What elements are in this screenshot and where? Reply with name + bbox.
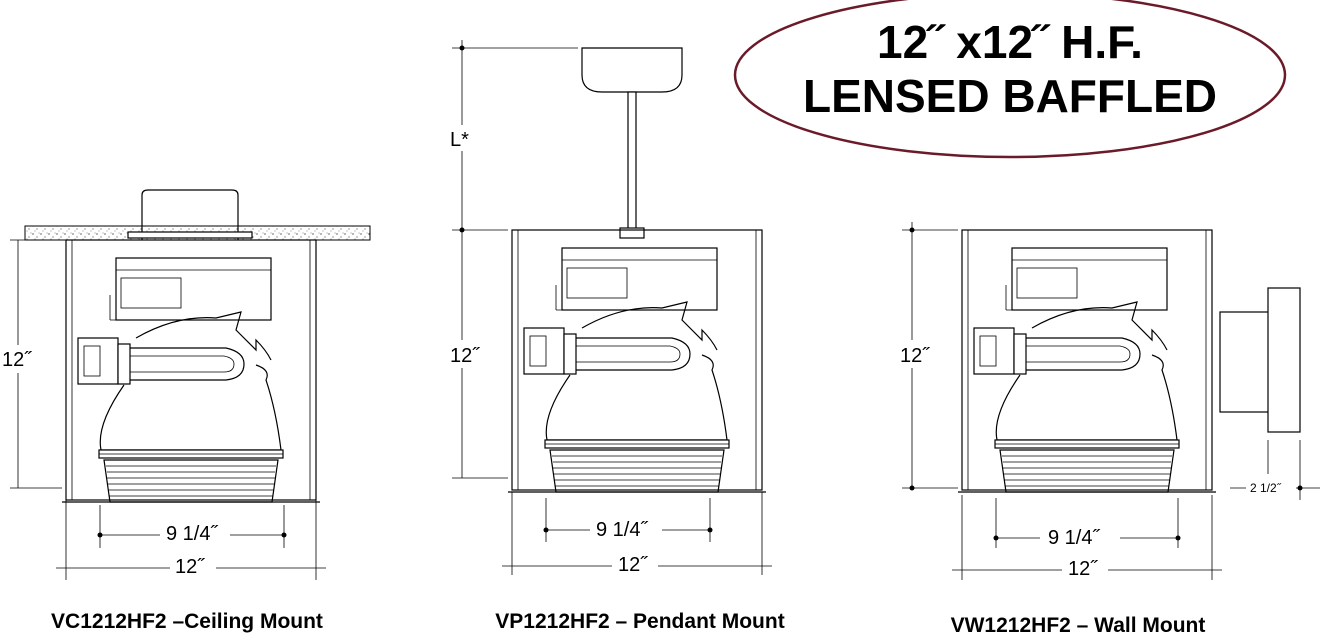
pendant-outer-width-label: 12˝ (618, 554, 648, 576)
pendant-inner-width-label: 9 1/4˝ (596, 519, 648, 541)
ceiling-height-dimension: 12˝ (0, 239, 62, 489)
ceiling-bracket (141, 189, 239, 240)
wall-inner-width-label: 9 1/4˝ (1048, 527, 1100, 549)
wall-plate (1267, 287, 1301, 433)
pendant-caption: VP1212HF2 – Pendant Mount (495, 610, 784, 633)
ceiling-fixture (61, 239, 321, 503)
ceiling-mount-view: 12˝ 9 1/4˝ 12˝ VC1212HF2 –Ceiling Mount (0, 189, 371, 633)
ceiling-caption: VC1212HF2 –Ceiling Mount (51, 610, 323, 633)
pendant-mount-view: L* 12˝ 9 1/4˝ 12˝ VP1212HF2 – Pendant Mo… (444, 40, 785, 633)
pendant-fixture (507, 229, 767, 493)
pendant-length-label: L* (450, 129, 469, 151)
ceiling-height-label: 12˝ (2, 349, 32, 371)
pendant-height-dimension: 12˝ (444, 229, 508, 479)
pendant-stem (627, 91, 637, 233)
title-line-1: 12˝ x12˝ H.F. (877, 16, 1143, 68)
pendant-canopy (581, 47, 683, 93)
pendant-length-dimension: L* (448, 40, 578, 233)
wall-height-dimension: 12˝ (896, 222, 958, 491)
title-line-2: LENSED BAFFLED (803, 70, 1217, 122)
wall-caption: VW1212HF2 – Wall Mount (951, 614, 1206, 637)
title-ellipse (733, 0, 1287, 159)
wall-arm (1219, 311, 1271, 413)
title-oval: 12˝ x12˝ H.F. LENSED BAFFLED (733, 0, 1287, 159)
ceiling-inner-width-label: 9 1/4˝ (166, 523, 218, 545)
wall-fixture (957, 229, 1217, 493)
wall-width-dimensions: 9 1/4˝ 12˝ (952, 495, 1222, 581)
wall-depth-dimension: 2 1/2˝ (1230, 440, 1320, 500)
wall-height-label: 12˝ (900, 345, 930, 367)
wall-mount-view: 12˝ 2 1/2˝ 9 1/4˝ 12˝ VW1212HF2 (896, 222, 1320, 637)
pendant-height-label: 12˝ (450, 345, 480, 367)
pendant-width-dimensions: 9 1/4˝ 12˝ (502, 492, 772, 577)
ceiling-outer-width-label: 12˝ (175, 556, 205, 578)
wall-depth-label: 2 1/2˝ (1250, 481, 1282, 495)
wall-outer-width-label: 12˝ (1068, 558, 1098, 580)
ceiling-width-dimensions: 9 1/4˝ 12˝ (56, 500, 326, 580)
